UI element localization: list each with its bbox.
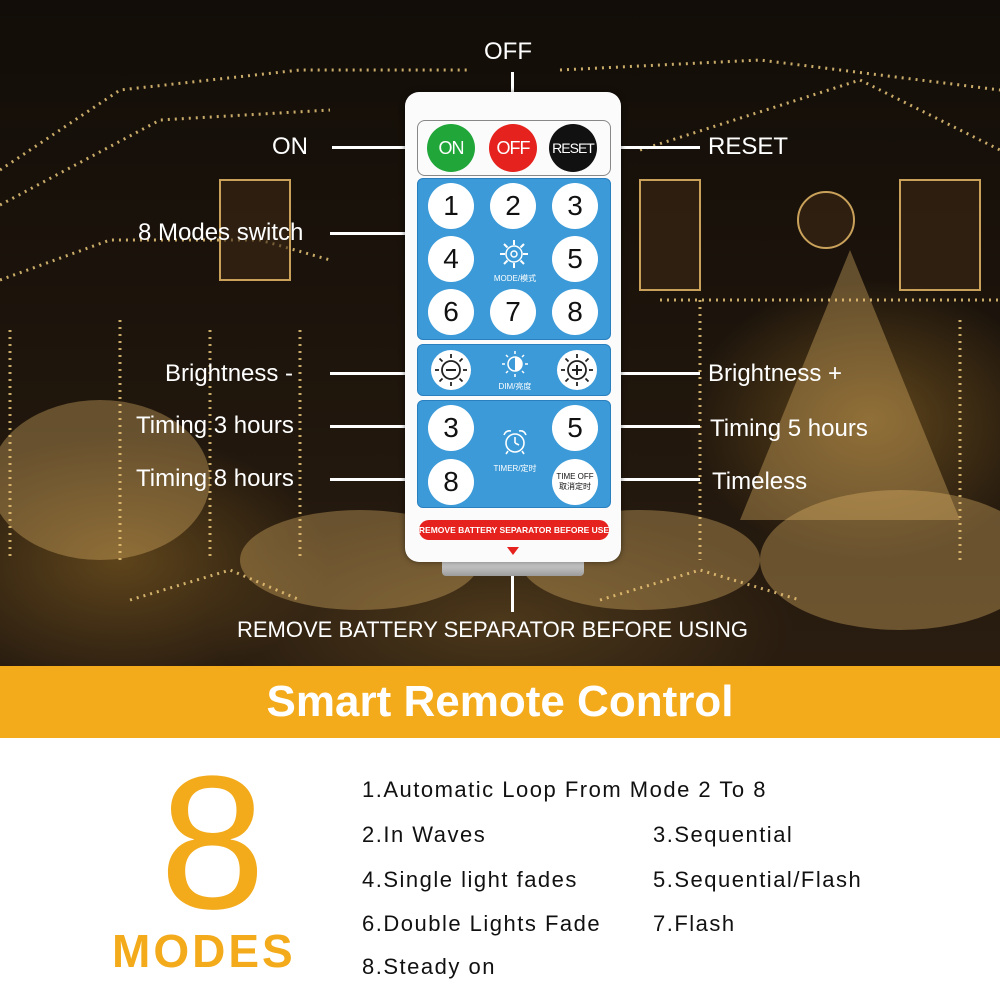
mode-item-5: 5.Sequential/Flash: [653, 867, 863, 892]
mode-item-3: 3.Sequential: [653, 822, 794, 847]
time-off-line1: TIME OFF: [556, 472, 594, 481]
callout-timing-8: Timing 8 hours: [136, 465, 294, 492]
time-off-line2: 取消定时: [559, 482, 591, 491]
lead-timeless: [608, 478, 700, 481]
timer-panel: 3 TIMER/定时 5 8 TIME OFF 取消定时: [417, 400, 611, 508]
battery-separator-tab[interactable]: [442, 560, 584, 576]
banner-title: Smart Remote Control: [266, 677, 734, 726]
mode-item-2: 2.In Waves: [362, 822, 487, 847]
remove-battery-strip: REMOVE BATTERY SEPARATOR BEFORE USE: [419, 520, 609, 540]
timer-label: TIMER/定时: [493, 464, 537, 473]
mode-button-3[interactable]: 3: [552, 183, 598, 229]
title-banner: Smart Remote Control: [0, 666, 1000, 738]
mode-button-7[interactable]: 7: [490, 289, 536, 335]
lead-brightness-minus: [330, 372, 420, 375]
mode-button-4[interactable]: 4: [428, 236, 474, 282]
callout-timing-5: Timing 5 hours: [710, 415, 868, 442]
off-button[interactable]: OFF: [489, 124, 537, 172]
mode-item-1: 1.Automatic Loop From Mode 2 To 8: [362, 777, 767, 802]
mode-item-4: 4.Single light fades: [362, 867, 578, 892]
callout-off: OFF: [484, 38, 532, 65]
background-photo: OFF ON RESET 8 Modes switch Brightness -…: [0, 0, 1000, 666]
callout-reset: RESET: [708, 133, 789, 160]
house-lights-illustration: [0, 58, 1000, 630]
lead-reset: [608, 146, 700, 149]
callout-remove-battery: REMOVE BATTERY SEPARATOR BEFORE USING: [237, 617, 748, 642]
lead-timing-3: [330, 425, 420, 428]
on-button[interactable]: ON: [427, 124, 475, 172]
mode-button-5[interactable]: 5: [552, 236, 598, 282]
remote-control: ON OFF RESET 1 2 3 4 MODE/模式 5 6 7: [405, 92, 621, 562]
timer-5-button[interactable]: 5: [552, 405, 598, 451]
power-button-frame: [417, 120, 611, 176]
time-off-button[interactable]: TIME OFF 取消定时: [552, 459, 598, 505]
reset-button[interactable]: RESET: [549, 124, 597, 172]
callout-brightness-plus: Brightness +: [708, 360, 843, 387]
brightness-minus-button[interactable]: [430, 349, 472, 391]
arrow-down-icon: [507, 547, 519, 555]
dim-sun-icon: [502, 351, 528, 377]
lead-modes-switch: [330, 232, 420, 235]
mode-button-1[interactable]: 1: [428, 183, 474, 229]
modes-count: 8: [159, 737, 266, 949]
modes-panel: 1 2 3 4 MODE/模式 5 6 7 8: [417, 178, 611, 340]
callout-modes-switch: 8 Modes switch: [138, 219, 304, 246]
callout-brightness-minus: Brightness -: [165, 360, 294, 387]
lead-timing-5: [608, 425, 700, 428]
timer-3-button[interactable]: 3: [428, 405, 474, 451]
dim-panel: DIM/亮度: [417, 344, 611, 396]
mode-item-6: 6.Double Lights Fade: [362, 911, 602, 936]
dim-label: DIM/亮度: [498, 382, 532, 391]
mode-button-6[interactable]: 6: [428, 289, 474, 335]
mode-item-7: 7.Flash: [653, 911, 736, 936]
callout-timing-3: Timing 3 hours: [136, 412, 294, 439]
callout-on: ON: [272, 133, 308, 160]
mode-button-2[interactable]: 2: [490, 183, 536, 229]
alarm-clock-icon: [503, 430, 527, 455]
callout-timeless: Timeless: [712, 468, 808, 495]
lead-timing-8: [330, 478, 420, 481]
modes-word: MODES: [112, 925, 296, 977]
lead-on: [332, 146, 424, 149]
mode-label: MODE/模式: [493, 274, 537, 283]
brightness-plus-button[interactable]: [556, 349, 598, 391]
lead-remove-battery: [511, 576, 514, 612]
lead-brightness-plus: [608, 372, 700, 375]
mode-item-8: 8.Steady on: [362, 954, 496, 979]
timer-8-button[interactable]: 8: [428, 459, 474, 505]
mode-button-8[interactable]: 8: [552, 289, 598, 335]
gear-icon: [500, 240, 528, 268]
